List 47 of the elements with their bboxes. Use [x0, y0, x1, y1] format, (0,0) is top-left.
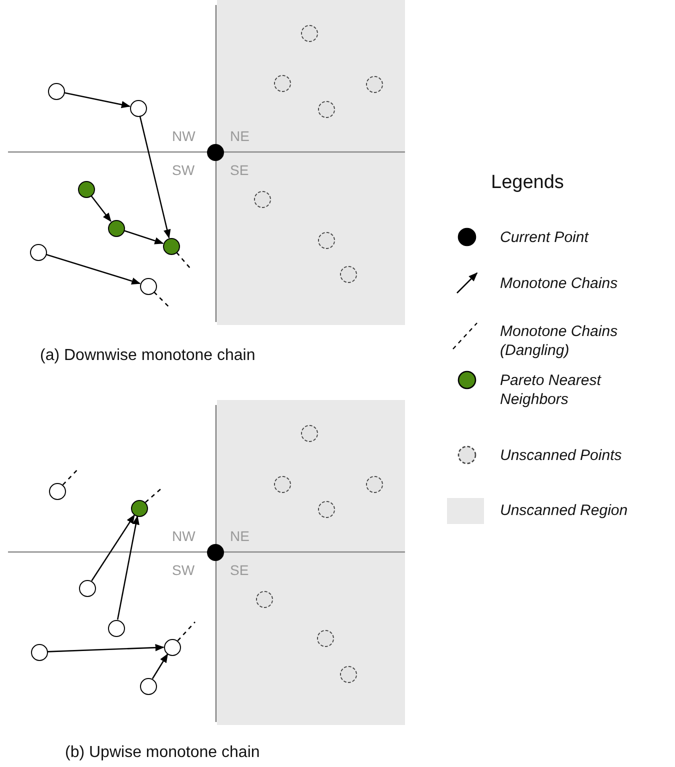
current-point	[206, 544, 224, 560]
data-point	[164, 638, 180, 656]
data-point	[48, 482, 66, 500]
neighbor-point	[108, 220, 124, 236]
quadrant-label: NW	[172, 128, 196, 144]
chain-arrow	[116, 515, 140, 620]
quadrant-label: SW	[172, 162, 195, 178]
legend-title: Legends	[491, 172, 564, 194]
legend-text: Current Point	[500, 228, 590, 247]
dangling-chain-line	[177, 622, 196, 642]
data-point	[30, 644, 48, 660]
legend-text: Monotone Chains	[500, 274, 619, 293]
data-point	[78, 580, 96, 596]
legend-text: Pareto Nearest Neighbors	[500, 371, 602, 409]
neighbor-point	[130, 500, 148, 516]
legend-text: Unscanned Region	[500, 501, 629, 520]
data-point	[48, 82, 64, 100]
data-point	[140, 678, 156, 694]
neighbor-point	[78, 180, 94, 198]
quadrant-label: SE	[230, 162, 249, 178]
chain-arrow	[139, 116, 171, 239]
caption: (a) Downwise monotone chain	[40, 347, 256, 365]
chain-arrow	[124, 230, 164, 244]
dangling-chain-line	[62, 468, 80, 486]
chain-arrow	[47, 644, 164, 652]
quadrant-label: SW	[172, 562, 195, 578]
dangling-chain-line	[176, 252, 190, 268]
caption: (b) Upwise monotone chain	[65, 744, 260, 762]
quadrant-label: NE	[230, 528, 250, 544]
dangling-chain-line	[154, 292, 170, 308]
quadrant-label: NW	[172, 528, 196, 544]
legend-text: Monotone Chains (Dangling)	[500, 322, 619, 360]
chain-arrow	[46, 254, 141, 285]
data-point	[108, 620, 124, 636]
data-point	[30, 244, 46, 260]
chain-arrow	[152, 653, 168, 680]
chain-arrow	[91, 514, 135, 582]
quadrant-label: NE	[230, 128, 250, 144]
current-point	[206, 144, 224, 160]
data-point	[130, 100, 146, 116]
neighbor-point	[162, 238, 180, 254]
chain-arrow	[90, 195, 112, 222]
legend-text: Unscanned Points	[500, 446, 623, 465]
dangling-chain-line	[144, 486, 164, 503]
data-point	[140, 278, 156, 294]
quadrant-label: SE	[230, 562, 249, 578]
chain-arrow	[64, 92, 131, 108]
